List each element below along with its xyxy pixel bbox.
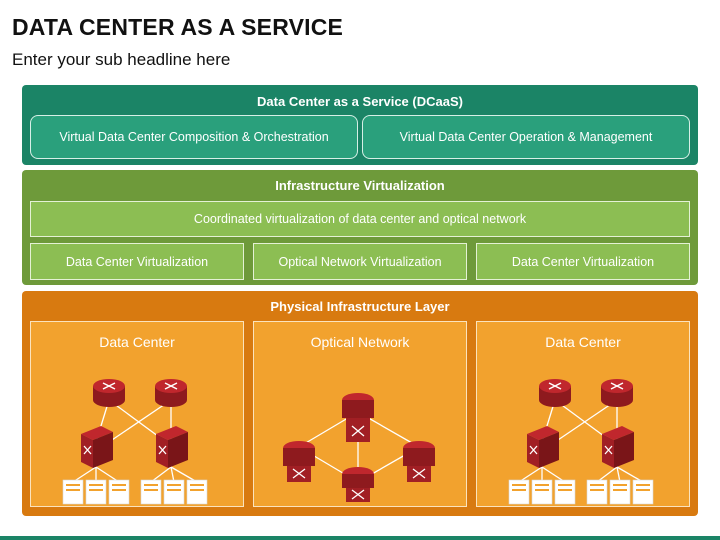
operation-management-box: Virtual Data Center Operation & Manageme… — [362, 115, 690, 159]
data-center-panel-left: Data Center — [30, 321, 244, 507]
optical-network-virtualization-box: Optical Network Virtualization — [253, 243, 467, 280]
switch-icon — [403, 441, 435, 482]
physical-layer-title: Physical Infrastructure Layer — [270, 299, 450, 314]
page-subtitle: Enter your sub headline here — [12, 50, 231, 69]
switch-icon — [527, 426, 559, 468]
physical-layer: Physical Infrastructure Layer Data Cente… — [22, 291, 698, 516]
data-center-topology — [62, 379, 208, 505]
dcaas-layer-title: Data Center as a Service (DCaaS) — [257, 94, 463, 109]
page-title: DATA CENTER AS A SERVICE — [12, 14, 344, 40]
virtualization-layer-title: Infrastructure Virtualization — [275, 178, 445, 193]
switch-icon — [283, 441, 315, 482]
panel-title: Optical Network — [310, 334, 410, 350]
data-center-topology — [508, 379, 654, 505]
server-rack-icon — [508, 479, 654, 505]
panel-title: Data Center — [545, 334, 621, 350]
optical-network-panel: Optical Network — [253, 321, 467, 507]
switch-icon — [602, 426, 634, 468]
switch-icon — [81, 426, 113, 468]
panel-title: Data Center — [99, 334, 175, 350]
bottom-accent-bar — [0, 536, 720, 540]
optical-network-topology — [283, 393, 435, 502]
data-center-panel-right: Data Center — [476, 321, 690, 507]
dcaas-layer: Data Center as a Service (DCaaS) Virtual… — [22, 85, 698, 165]
composition-orchestration-box: Virtual Data Center Composition & Orches… — [30, 115, 358, 159]
switch-icon — [342, 393, 374, 442]
server-rack-icon — [62, 479, 208, 505]
router-icon — [601, 379, 633, 407]
data-center-virtualization-box-right: Data Center Virtualization — [476, 243, 690, 280]
coordinated-virtualization-box: Coordinated virtualization of data cente… — [30, 201, 690, 237]
router-icon — [93, 379, 125, 407]
router-icon — [155, 379, 187, 407]
switch-icon — [156, 426, 188, 468]
data-center-virtualization-box-left: Data Center Virtualization — [30, 243, 244, 280]
switch-icon — [342, 467, 374, 502]
virtualization-layer: Infrastructure Virtualization Coordinate… — [22, 170, 698, 285]
router-icon — [539, 379, 571, 407]
